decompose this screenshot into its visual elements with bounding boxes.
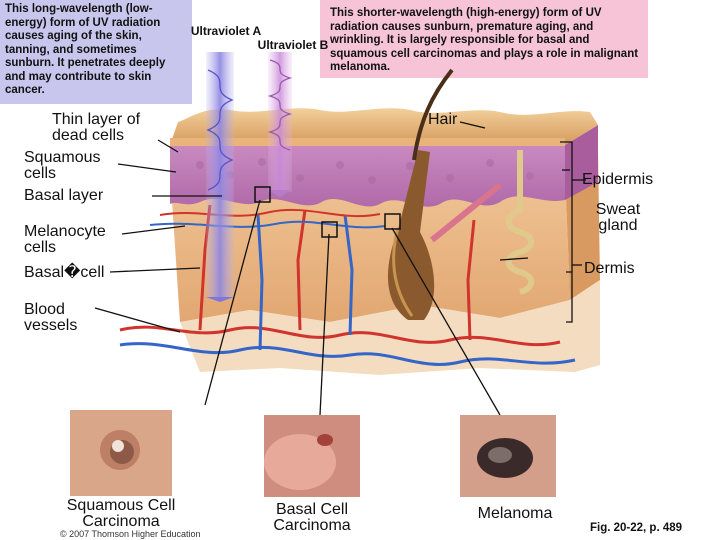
copyright-credit: © 2007 Thomson Higher Education — [60, 529, 201, 539]
uva-info-box: This long-wavelength (low-energy) form o… — [0, 0, 192, 104]
uvb-beam — [267, 52, 293, 197]
label-blood-vessels: Blood vessels — [24, 301, 78, 334]
label-melanocyte-cells: Melanocyte cells — [24, 223, 106, 256]
figure-reference: Fig. 20-22, p. 489 — [590, 522, 683, 534]
caption-squamous-cell-carcinoma: Squamous Cell Carcinoma — [66, 497, 176, 530]
caption-melanoma: Melanoma — [477, 505, 553, 522]
skin-surface — [170, 108, 598, 146]
label-hair: Hair — [428, 111, 458, 128]
label-dermis: Dermis — [584, 260, 635, 277]
label-basal-layer: Basal layer — [24, 187, 104, 204]
label-basal-cell: Basal�cell — [24, 264, 105, 281]
uvb-info-text: This shorter-wavelength (high-energy) fo… — [330, 7, 639, 73]
uvb-info-box: This shorter-wavelength (high-energy) fo… — [320, 0, 648, 78]
sweat-gland-coil — [505, 150, 535, 295]
ultraviolet-a-label: Ultraviolet A — [190, 24, 262, 38]
ultraviolet-b-label: Ultraviolet B — [257, 38, 329, 52]
uva-beam — [206, 52, 234, 302]
label-thin-layer-dead-cells: Thin layer of dead cells — [52, 111, 141, 144]
leader-lines — [94, 121, 586, 416]
label-squamous-cells: Squamous cells — [24, 149, 101, 182]
caption-basal-cell-carcinoma: Basal Cell Carcinoma — [273, 501, 351, 534]
hair-follicle — [387, 68, 502, 320]
uva-info-text: This long-wavelength (low-energy) form o… — [5, 3, 166, 96]
blood-vessels — [119, 204, 576, 366]
label-sweat-gland: Sweat gland — [595, 201, 641, 234]
label-epidermis: Epidermis — [582, 171, 654, 188]
